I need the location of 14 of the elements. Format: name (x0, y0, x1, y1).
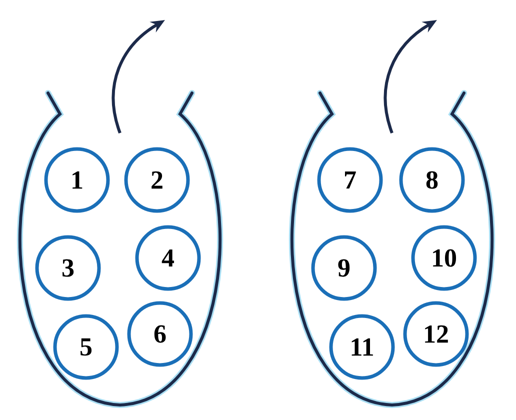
numbered-ball: 6 (127, 301, 193, 367)
numbered-ball: 8 (399, 147, 465, 213)
numbered-ball: 5 (53, 314, 119, 380)
numbered-ball: 12 (403, 301, 469, 367)
bag-outline (289, 90, 496, 408)
numbered-ball: 10 (411, 225, 477, 291)
numbered-ball: 3 (35, 235, 101, 301)
numbered-ball: 7 (317, 147, 383, 213)
numbered-ball: 11 (329, 314, 395, 380)
numbered-ball: 9 (311, 235, 377, 301)
numbered-ball: 1 (44, 147, 110, 213)
numbered-ball: 4 (135, 225, 201, 291)
bag-outline (16, 90, 224, 408)
numbered-ball: 2 (124, 147, 190, 213)
